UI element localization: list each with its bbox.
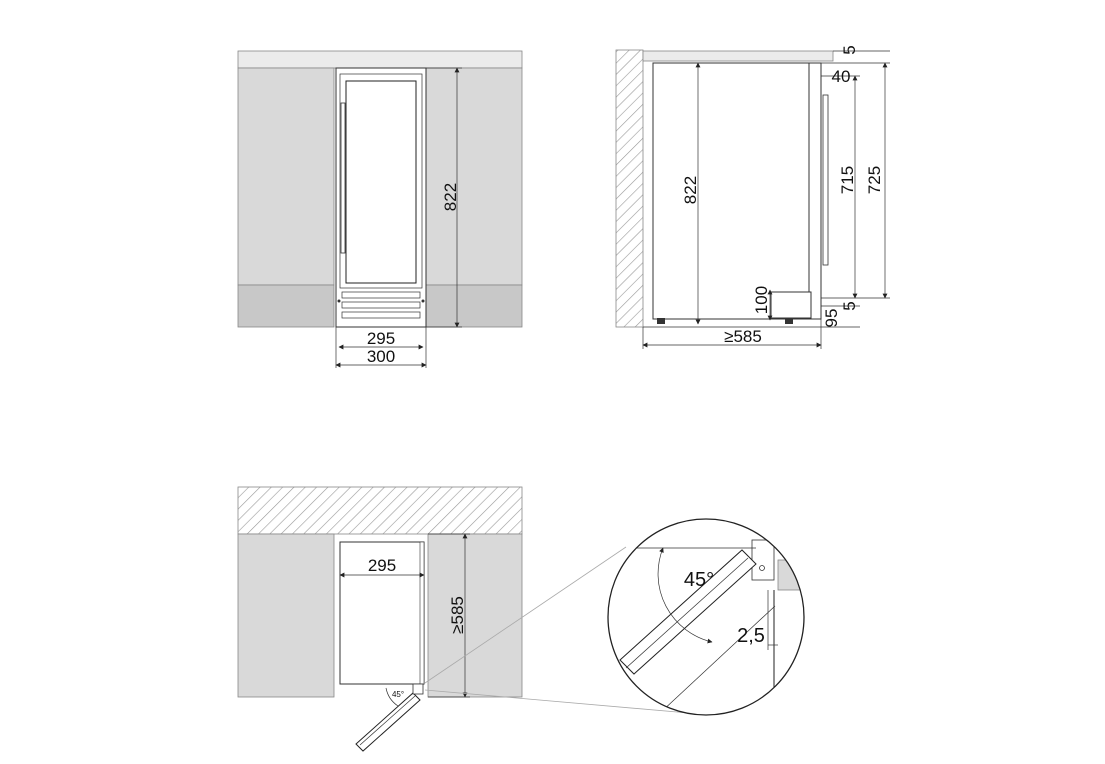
detail-view: 45° 2,5 (607, 518, 805, 716)
plinth-left (237, 284, 335, 328)
side-body (652, 62, 810, 320)
side-view: 822 100 5 40 715 725 5 95 ≥585 (615, 45, 890, 349)
top-door-angle-label: 45° (392, 690, 404, 699)
detail-wall-block (751, 539, 775, 581)
side-vent (770, 291, 812, 319)
vent-slot-3 (341, 311, 421, 319)
rear-wall (615, 49, 644, 328)
side-handle (822, 94, 829, 266)
top-depth-label: ≥585 (448, 596, 467, 634)
detail-leader-top (424, 546, 627, 684)
detail-angle-label: 45° (684, 569, 714, 591)
detail-circle-bg (608, 519, 804, 715)
top-width-label: 295 (368, 556, 396, 575)
side-worktop (642, 50, 834, 62)
side-door (808, 62, 822, 320)
vent-slot-2 (341, 301, 421, 309)
door-frame (339, 73, 423, 289)
foot-front (785, 318, 793, 324)
door-leaf-inner (359, 695, 416, 746)
detail-hinge-pin (759, 565, 765, 571)
door-leaf (355, 692, 421, 752)
detail-door-frame (659, 605, 776, 714)
worktop (237, 50, 523, 69)
plinth-right (425, 284, 523, 328)
open-door: 45° (355, 683, 424, 752)
side-inner-height-label: 715 (838, 166, 857, 194)
front-inner-width-label: 295 (367, 329, 395, 348)
detail-cabinet (777, 559, 804, 591)
detail-clearance-label: 2,5 (737, 625, 765, 647)
wall-cabinet-right (425, 67, 523, 286)
vent-slot-1 (341, 291, 421, 299)
side-bottom-gap-label: 5 (840, 301, 859, 310)
side-outer-height-label: 725 (865, 166, 884, 194)
door-glass (345, 80, 417, 284)
top-rear-wall (237, 486, 523, 535)
detail-leader-bottom (424, 689, 701, 715)
side-top-offset-label: 40 (832, 67, 851, 86)
side-top-gap-label: 5 (840, 45, 859, 54)
front-outer-width-label: 300 (367, 347, 395, 366)
side-vent-height-label: 100 (752, 286, 771, 314)
door-hinge (412, 683, 424, 695)
side-plinth-height-label: 95 (822, 309, 841, 328)
top-appliance-inner (419, 541, 425, 685)
detail-circle (607, 518, 805, 716)
wall-cabinet-left (237, 67, 335, 286)
side-body-height-label: 822 (681, 176, 700, 204)
front-view: 822 295 300 (237, 50, 523, 368)
door-angle-arc (385, 687, 399, 707)
top-cabinet-right (427, 533, 523, 698)
door-handle (340, 102, 346, 254)
top-cabinet-left (237, 533, 335, 698)
foot-left (337, 299, 341, 303)
detail-angle-arc (657, 547, 713, 644)
side-depth-label: ≥585 (724, 327, 762, 346)
top-view: 295 ≥585 45° (237, 486, 523, 752)
front-height-label: 822 (441, 183, 460, 211)
foot-rear (657, 318, 665, 324)
foot-right (421, 299, 425, 303)
appliance-body (335, 67, 427, 328)
